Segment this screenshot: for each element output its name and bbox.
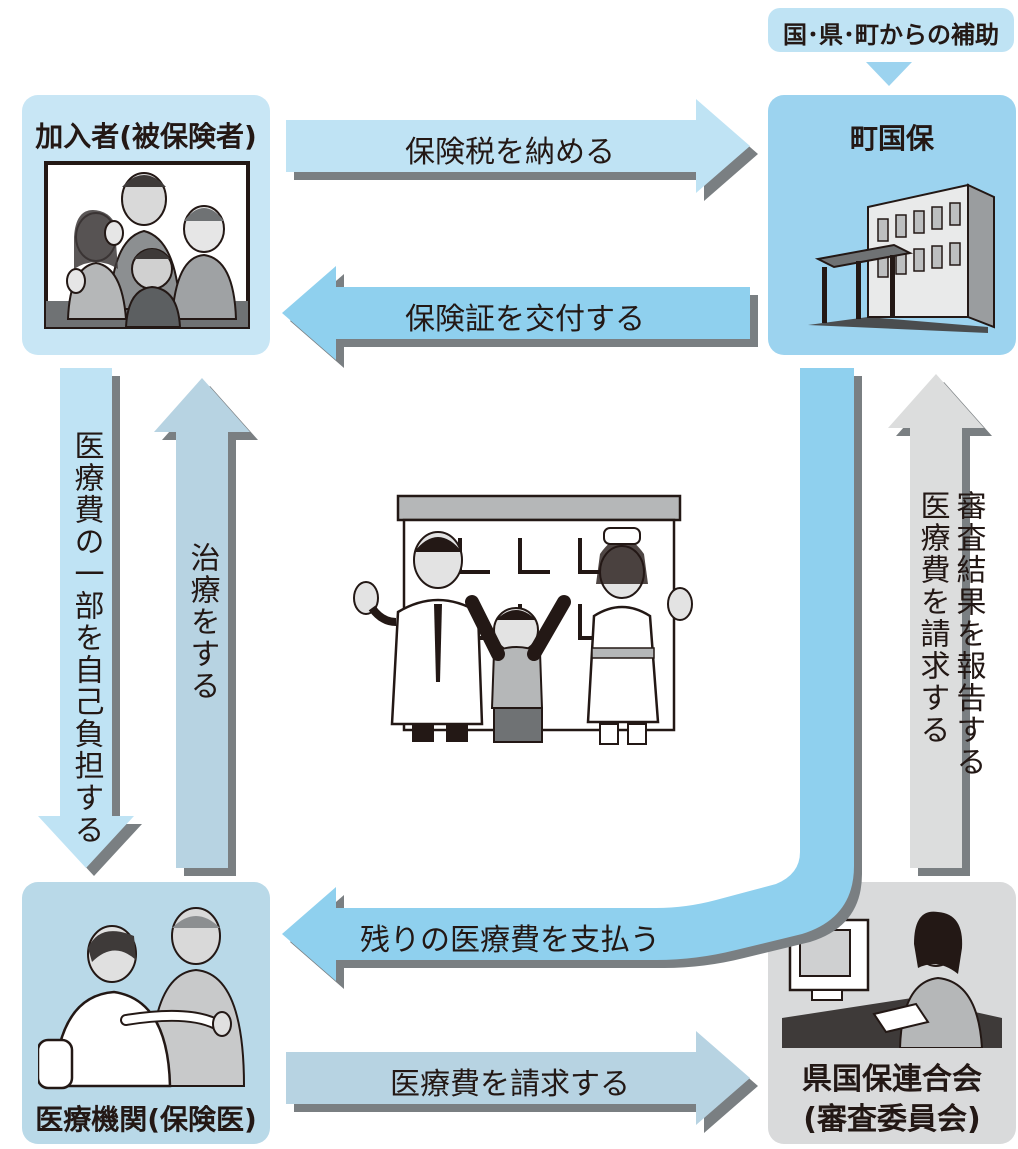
medical-institution-title: 医療機関(保険医) xyxy=(35,1103,257,1136)
subsidy-tag-label: 国･県･町からの補助 xyxy=(783,21,999,49)
federation-title-line2: (審査委員会) xyxy=(803,1102,981,1137)
issue-card-label: 保険証を交付する xyxy=(405,302,645,337)
federation-title-line1: 県国保連合会 xyxy=(802,1062,982,1097)
report-result-label: 審査結果を報告する xyxy=(950,490,986,778)
pay-tax-label: 保険税を納める xyxy=(405,135,615,170)
hospital-staff-illustration xyxy=(353,494,693,745)
bill-cost-label: 医療費を請求する xyxy=(390,1067,630,1102)
arrow-self-pay xyxy=(38,368,142,876)
arrow-treat xyxy=(154,378,258,876)
treat-label: 治療をする xyxy=(184,542,220,702)
insured-title: 加入者(被保険者) xyxy=(35,120,257,153)
building-illustration xyxy=(808,183,995,333)
arrow-pay-tax xyxy=(286,99,758,201)
medical-institution-box: 医療機関(保険医) xyxy=(22,882,270,1144)
arrow-pay-remaining xyxy=(282,368,862,989)
federation-box: 県国保連合会 (審査委員会) xyxy=(768,882,1016,1144)
pay-remaining-label: 残りの医療費を支払う xyxy=(360,923,660,958)
arrow-issue-card xyxy=(282,266,758,368)
doctor-exam-illustration xyxy=(38,907,246,1090)
subsidy-tag: 国･県･町からの補助 xyxy=(768,8,1014,52)
self-pay-label: 医療費の一部を自己負担する xyxy=(68,430,104,846)
town-nhi-title: 町国保 xyxy=(849,122,934,155)
insured-box: 加入者(被保険者) xyxy=(22,95,270,355)
report-bill-label: 医療費を請求する xyxy=(914,490,950,746)
subsidy-down-triangle xyxy=(866,62,912,86)
town-nhi-box: 町国保 xyxy=(768,95,1016,355)
arrow-bill-cost xyxy=(286,1031,758,1133)
family-illustration xyxy=(44,161,250,329)
arrow-report xyxy=(888,374,992,876)
